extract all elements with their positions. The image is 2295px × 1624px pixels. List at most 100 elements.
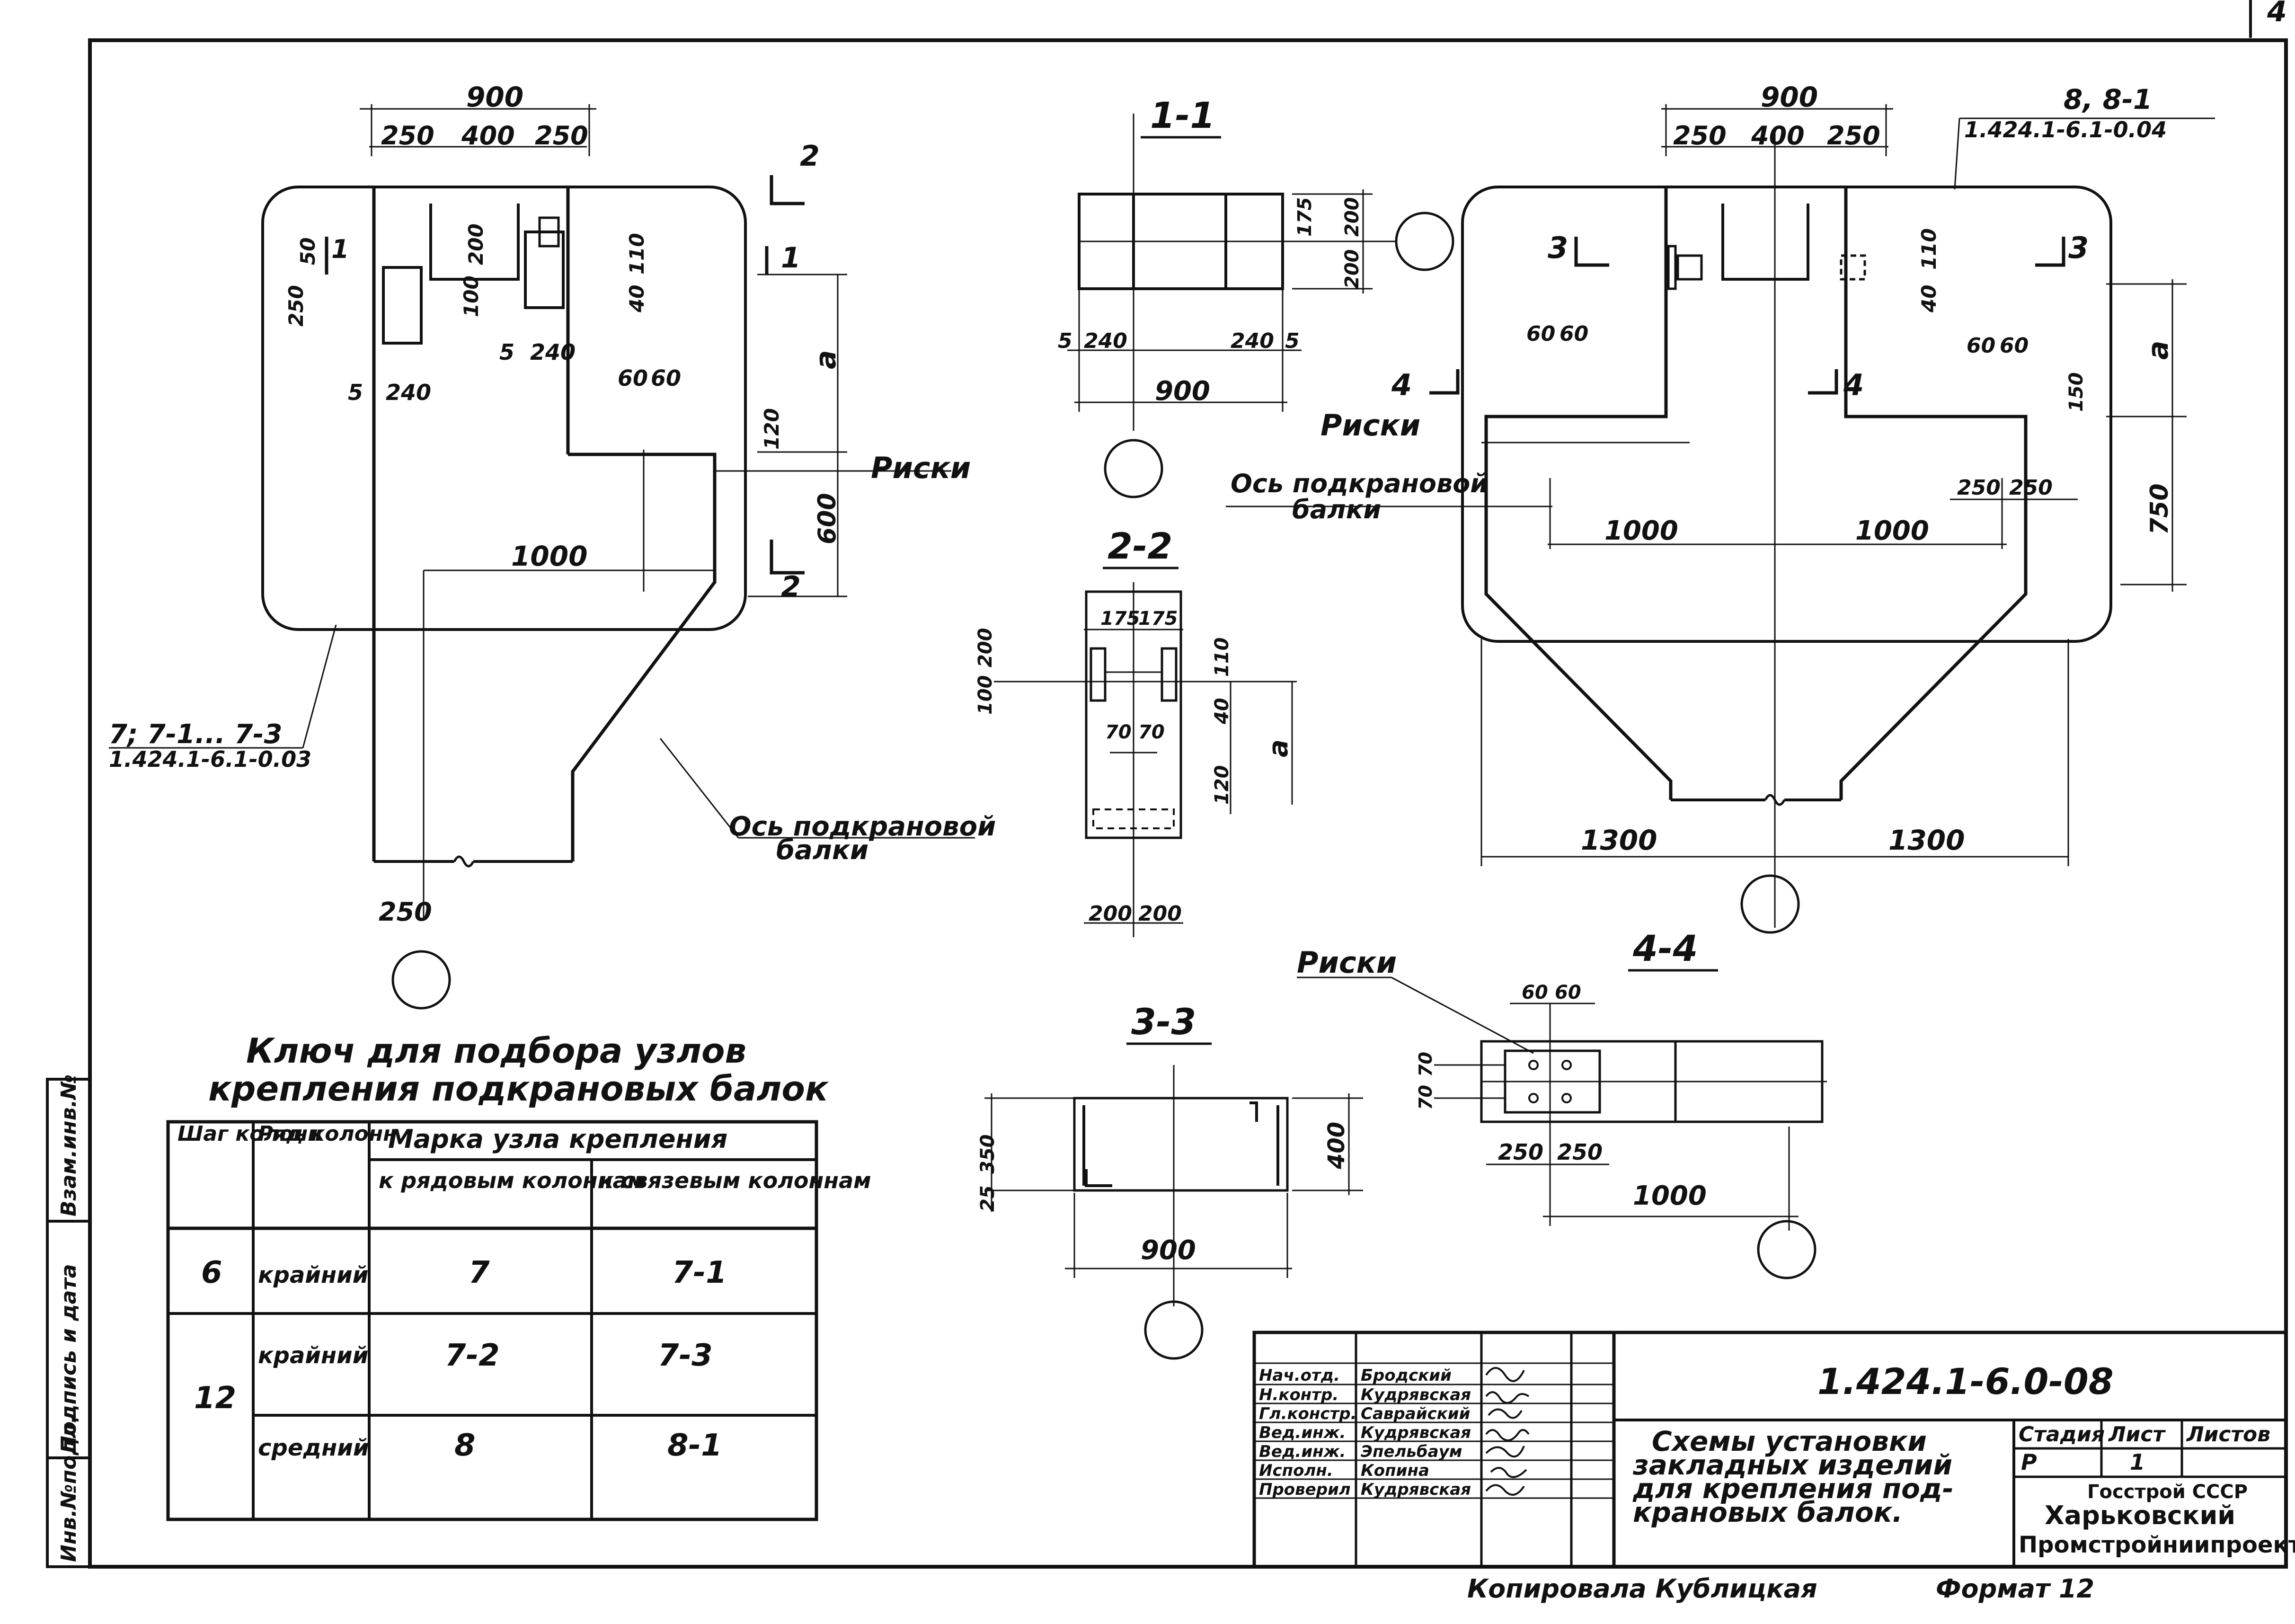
dim-60a: 60 <box>618 365 648 391</box>
tb-org-2: Харьковский <box>2045 1500 2235 1530</box>
r-cut-3b: 3 <box>2068 231 2089 265</box>
sheet-frame <box>88 38 2288 1569</box>
r-dim-250c: 250 <box>1957 476 2001 500</box>
row2-step: 12 <box>194 1381 236 1416</box>
axis-label-2: балки <box>776 835 868 866</box>
row1-step: 6 <box>201 1255 222 1290</box>
tb-title-2: закладных изделий <box>1632 1449 1952 1481</box>
row2-row: крайний <box>258 1342 368 1369</box>
th-ordinary: к рядовым колоннам <box>379 1168 645 1193</box>
row1-braced: 7-1 <box>672 1255 727 1290</box>
section-1-1-title: 1-1 <box>1150 94 1215 136</box>
row2-ordinary: 7-2 <box>445 1338 500 1373</box>
r-dim-400: 400 <box>1751 121 1805 151</box>
s22-175b: 175 <box>1138 608 1178 630</box>
dim-900: 900 <box>466 81 523 113</box>
row1-ordinary: 7 <box>469 1255 490 1290</box>
s22-100: 100 <box>975 675 996 715</box>
tb-role-3: Вед.инж. <box>1259 1423 1346 1442</box>
tb-role-1: Н.контр. <box>1259 1385 1338 1404</box>
tb-title-4: крановых балок. <box>1633 1496 1903 1528</box>
dim-50: 50 <box>296 238 319 265</box>
dim-1000: 1000 <box>511 540 587 572</box>
key-title-1: Ключ для подбора узлов <box>246 1031 746 1071</box>
strip-inv-repl: Взам.инв.№ <box>57 1074 81 1216</box>
tb-name-0: Бродский <box>1361 1366 1452 1385</box>
view-right: 900 250 400 250 8, 8-1 1.424.1-6.1-0.04 … <box>1226 81 2215 934</box>
tb-role-4: Вед.инж. <box>1259 1442 1346 1461</box>
tb-title-3: для крепления под- <box>1632 1473 1954 1505</box>
tb-sheets-label: Листов <box>2186 1422 2270 1447</box>
footer-format: Формат 12 <box>1936 1574 2094 1604</box>
s22-70a: 70 <box>1105 721 1132 743</box>
dim-240a: 240 <box>530 339 576 365</box>
row2-braced: 7-3 <box>658 1338 713 1373</box>
s44-250b: 250 <box>1557 1139 1603 1165</box>
column-body <box>372 187 717 861</box>
s22-120: 120 <box>1211 765 1233 805</box>
cut-2: 2 <box>800 140 820 173</box>
strip-inv-orig: Инв.№подл. <box>57 1415 81 1562</box>
section-2-2-title: 2-2 <box>1108 525 1172 567</box>
r-dim-250b: 250 <box>1827 121 1880 151</box>
s44-60b: 60 <box>1555 982 1581 1003</box>
s11-200a: 200 <box>1341 197 1363 237</box>
r-cut-4b: 4 <box>1843 368 1864 402</box>
r-dim-750: 750 <box>2145 483 2174 535</box>
s22-175a: 175 <box>1100 608 1140 630</box>
s33-25: 25 <box>977 1185 999 1212</box>
th-braced: к связевым колоннам <box>599 1168 871 1193</box>
dim-110: 110 <box>625 233 648 275</box>
section-3-3: 3-3 350 25 400 900 <box>977 1001 1363 1360</box>
th-mark: Марка узла крепления <box>388 1124 727 1154</box>
dim-400: 400 <box>461 121 515 151</box>
tb-role-5: Исполн. <box>1259 1461 1333 1480</box>
dim-100: 100 <box>460 275 483 317</box>
s33-350: 350 <box>977 1135 999 1174</box>
dim-5a: 5 <box>499 339 514 365</box>
tb-name-3: Кудрявская <box>1361 1423 1471 1442</box>
s22-a: a <box>1263 739 1294 757</box>
row3-ordinary: 8 <box>454 1428 476 1463</box>
s22-200b: 200 <box>1138 902 1182 926</box>
r-dim-250a: 250 <box>1673 121 1727 151</box>
axis-label-1: Ось подкрановой <box>729 811 996 842</box>
dim-240b: 240 <box>386 380 431 405</box>
r-dim-1000b: 1000 <box>1855 515 1929 546</box>
r-ref-2: 1.424.1-6.1-0.04 <box>1964 117 2167 142</box>
key-title-2: крепления подкрановых балок <box>208 1069 829 1109</box>
s33-900: 900 <box>1141 1235 1196 1266</box>
dim-250-side: 250 <box>284 285 308 327</box>
dim-200: 200 <box>464 223 487 265</box>
r-dim-60c: 60 <box>1967 334 1995 358</box>
tb-stage-label: Стадия <box>2019 1422 2105 1447</box>
th-row: Ряд колонн <box>258 1122 398 1146</box>
ref-leader <box>302 624 337 748</box>
s44-250a: 250 <box>1498 1139 1543 1165</box>
r-dim-110: 110 <box>1917 228 1941 270</box>
tb-org-1: Госстрой СССР <box>2087 1481 2248 1503</box>
dim-40: 40 <box>625 285 648 313</box>
r-axis-2: балки <box>1292 495 1381 524</box>
title-block: Нач.отд. Бродский Н.контр. Кудрявская Гл… <box>1252 1331 2295 1569</box>
embed-plate-left <box>382 266 423 345</box>
dim-5b: 5 <box>348 380 363 405</box>
r-dim-1300a: 1300 <box>1581 824 1657 856</box>
axis-leader <box>659 738 739 838</box>
s22-200: 200 <box>975 628 996 668</box>
tb-org-3: Промстройниипроект <box>2019 1532 2295 1558</box>
sheet-number: 4 <box>2267 0 2287 28</box>
r-axis-1: Ось подкрановой <box>1231 469 1488 498</box>
tb-name-2: Саврайский <box>1361 1404 1470 1423</box>
tb-sheet: 1 <box>2130 1449 2145 1475</box>
signatures <box>1485 1367 1530 1496</box>
view-left: 900 250 400 250 200 110 50 250 100 40 5 … <box>109 81 996 1010</box>
tb-name-4: Эпельбаум <box>1361 1442 1462 1461</box>
cut-2b: 2 <box>781 570 801 603</box>
dim-120: 120 <box>760 408 783 450</box>
key-table: Ключ для подбора узлов крепления подкран… <box>166 1031 871 1521</box>
tb-code: 1.424.1-6.0-08 <box>1817 1360 2114 1402</box>
s11-5a: 5 <box>1058 329 1072 353</box>
row3-braced: 8-1 <box>667 1428 722 1463</box>
